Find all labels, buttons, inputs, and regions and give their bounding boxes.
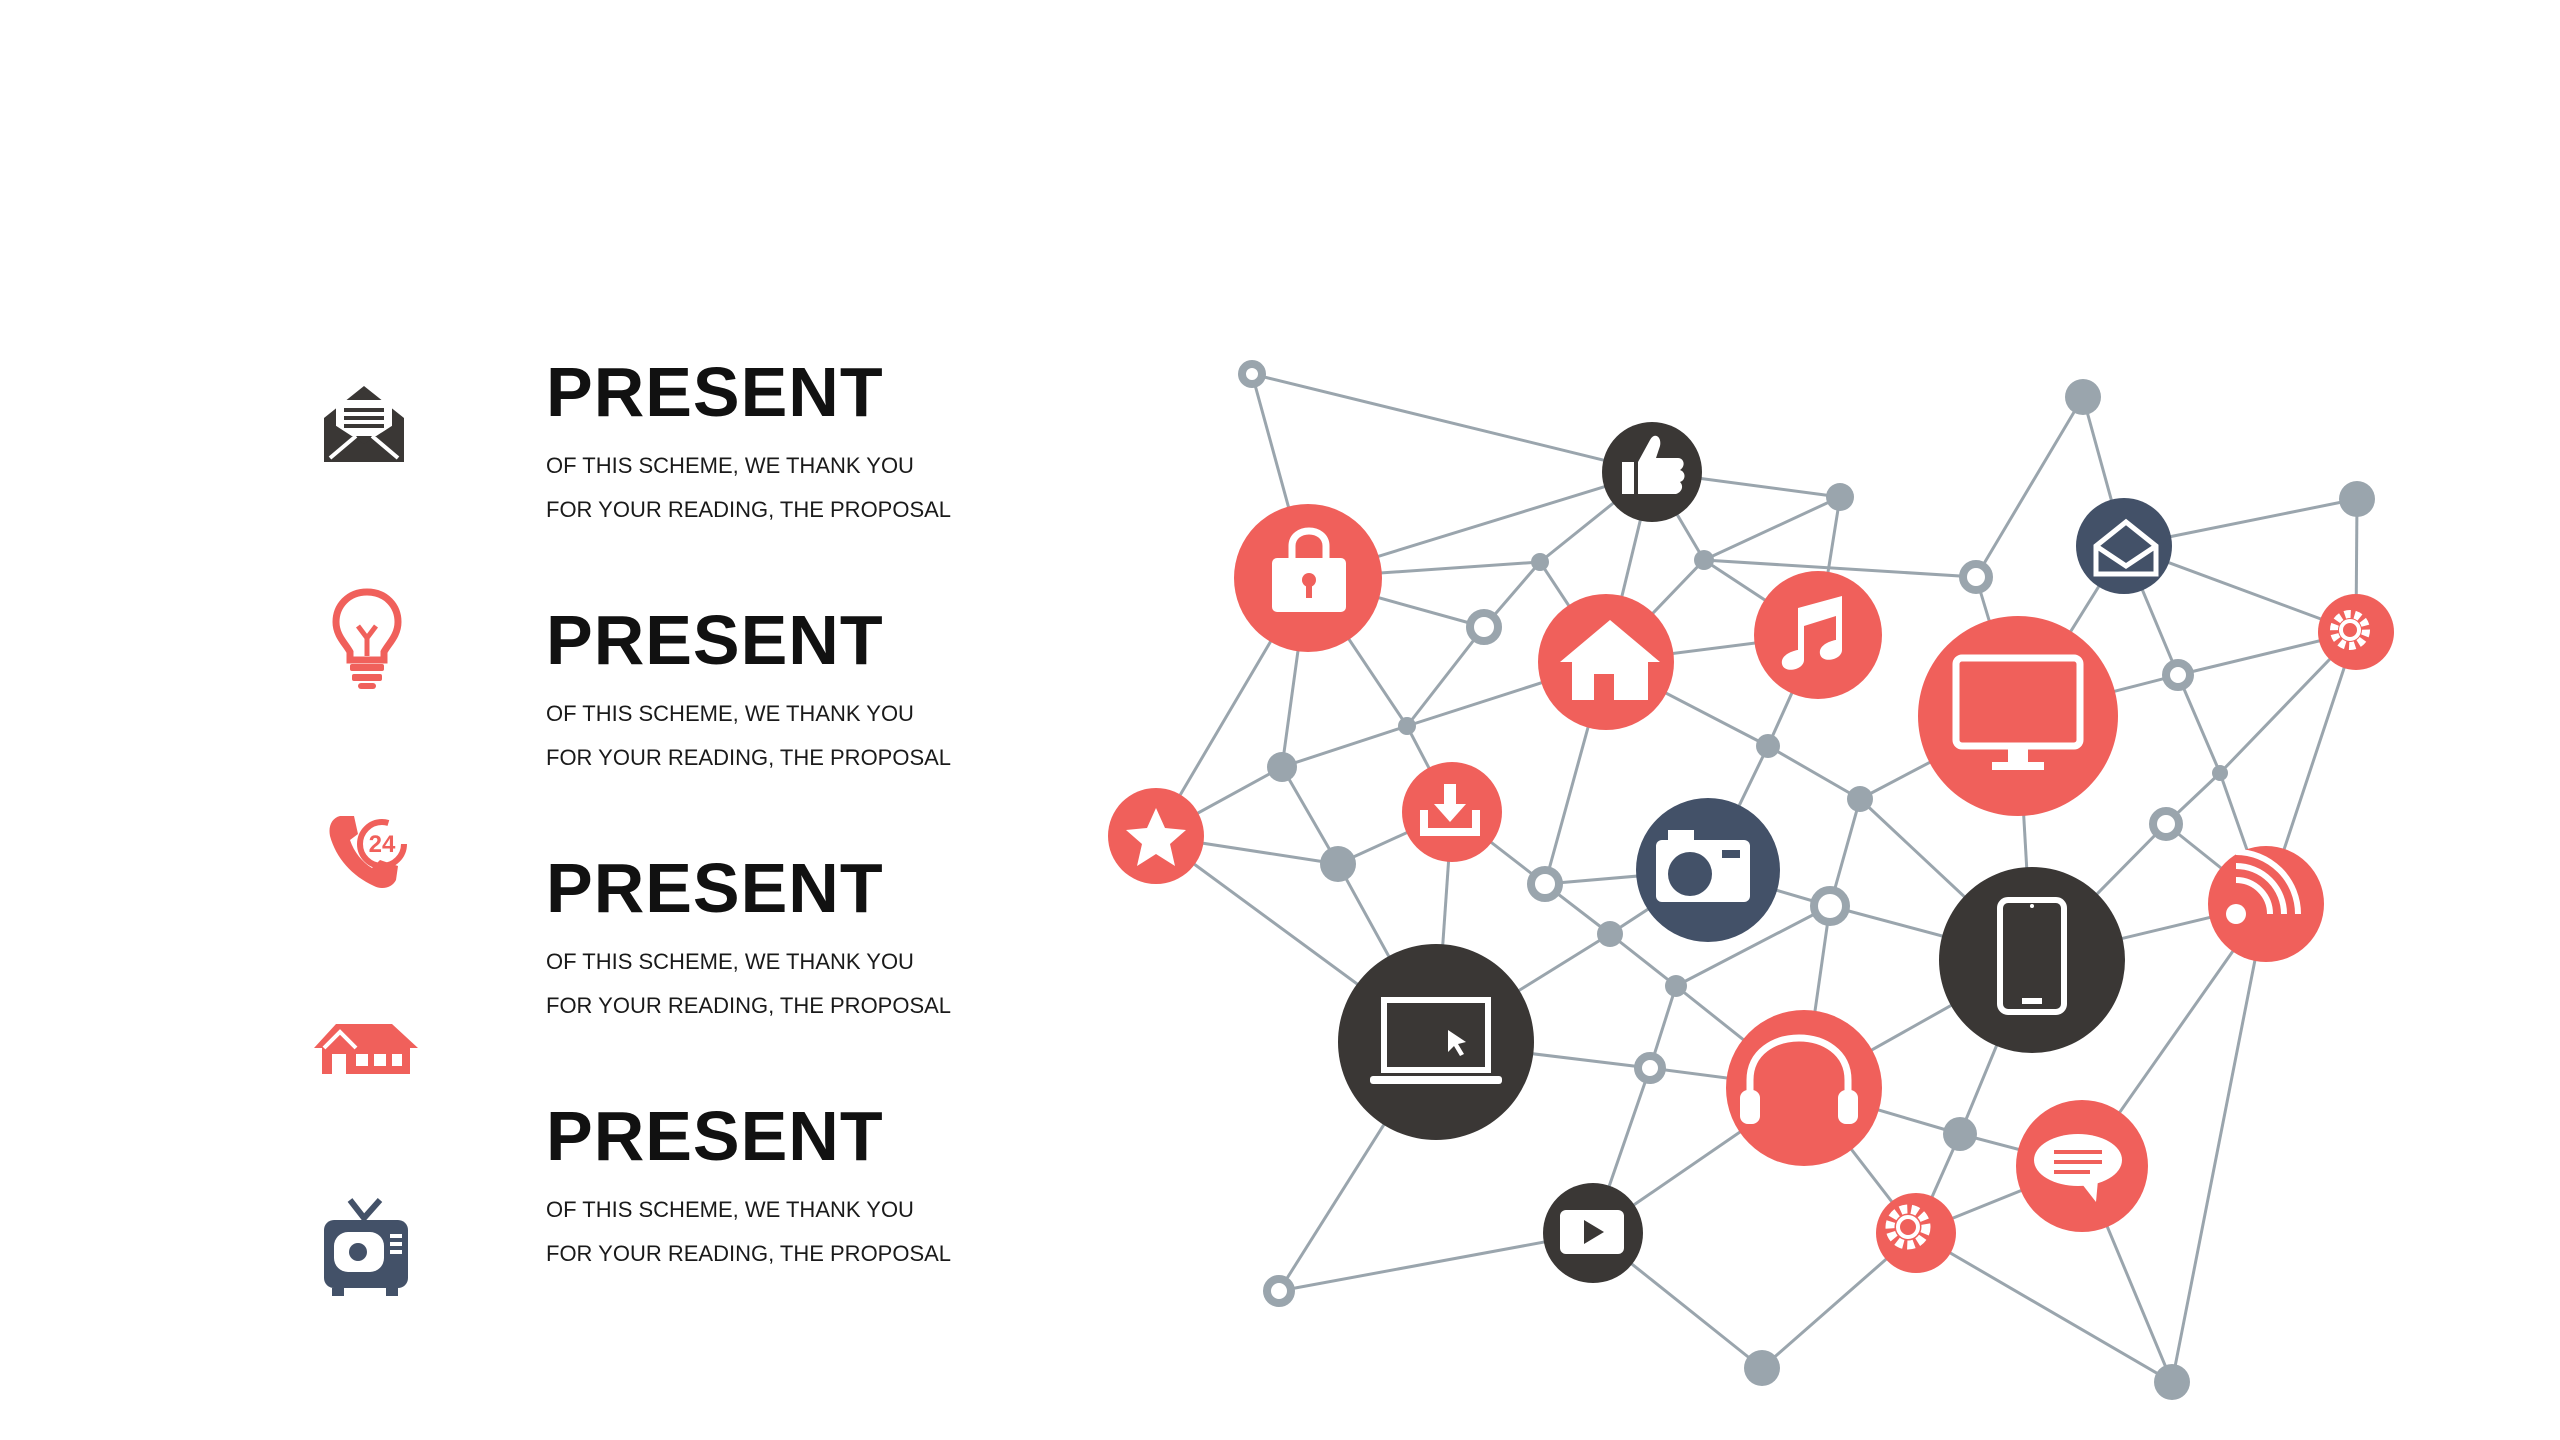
item-line: FOR YOUR READING, THE PROPOSAL <box>546 745 952 770</box>
home-icon <box>1560 620 1660 700</box>
network-dot-node <box>1744 1350 1780 1386</box>
list-item: PRESENT OF THIS SCHEME, WE THANK YOU FOR… <box>546 848 1066 1028</box>
network-link <box>1915 1231 2173 1384</box>
network-ring-node <box>1959 560 1993 594</box>
music-icon <box>1781 596 1842 670</box>
network-dot-node <box>1398 717 1416 735</box>
network-link <box>2170 903 2268 1383</box>
network-link <box>1974 396 2085 578</box>
wifi-icon <box>2226 849 2301 924</box>
item-line: OF THIS SCHEME, WE THANK YOU <box>546 453 914 478</box>
item-line: FOR YOUR READING, THE PROPOSAL <box>546 993 952 1018</box>
network-ring-node <box>1263 1275 1295 1307</box>
item-title: PRESENT <box>546 1097 884 1175</box>
house-icon <box>314 1024 418 1074</box>
network-icon-node <box>2076 498 2172 594</box>
network-ring-node <box>1466 609 1502 645</box>
network-dot-node <box>1320 846 1356 882</box>
download-icon <box>1420 784 1480 836</box>
network-dot-node <box>1756 734 1780 758</box>
tv-icon <box>324 1198 408 1296</box>
network-icon-node <box>1939 867 2125 1053</box>
network-dot-node <box>1826 483 1854 511</box>
svg-text:24: 24 <box>369 831 396 858</box>
network-link <box>1280 766 1340 865</box>
list-item: PRESENT OF THIS SCHEME, WE THANK YOU FOR… <box>546 352 1066 532</box>
network-ring-node <box>1238 360 1266 388</box>
camera-icon <box>1656 830 1750 902</box>
network-dot-node <box>1665 975 1687 997</box>
network-dot-node <box>2154 1364 2190 1400</box>
network-link <box>1281 724 1408 769</box>
network-link <box>1278 1231 1594 1293</box>
item-title: PRESENT <box>546 601 884 679</box>
network-ring-node <box>2162 659 2194 691</box>
network-dot-node <box>1597 921 1623 947</box>
item-line: FOR YOUR READING, THE PROPOSAL <box>546 1241 952 1266</box>
gear-icon <box>2330 610 2370 650</box>
network-link <box>2176 674 2222 774</box>
network-icon-node <box>2318 594 2394 670</box>
item-title: PRESENT <box>546 353 884 431</box>
network-ring-node <box>1810 886 1850 926</box>
network-ring-node <box>1527 866 1563 902</box>
envelope-icon <box>2093 518 2159 577</box>
network-dot-node <box>2065 379 2101 415</box>
lightbulb-icon <box>332 588 402 689</box>
network-dot-node <box>1694 550 1714 570</box>
network-icon-node <box>1338 944 1534 1140</box>
network-icon-node <box>1754 571 1882 699</box>
headphones-icon <box>1740 1034 1858 1124</box>
network-link <box>1703 495 1841 562</box>
laptop-icon <box>1370 997 1502 1084</box>
item-line: OF THIS SCHEME, WE THANK YOU <box>546 1197 914 1222</box>
network-link <box>1767 744 1861 801</box>
gear-icon <box>1885 1204 1931 1250</box>
network-dot-node <box>1531 553 1549 571</box>
network-dot-node <box>1847 786 1873 812</box>
network-dot-node <box>2212 765 2228 781</box>
network-ring-node <box>2149 807 2183 841</box>
network-link <box>1703 558 1977 579</box>
smartphone-icon <box>1997 897 2067 1015</box>
envelope-icon <box>324 386 404 462</box>
phone-24-icon: 24 <box>329 816 407 888</box>
network-link <box>1251 372 1653 474</box>
network-dot-node <box>1267 752 1297 782</box>
network-icon-node <box>1918 616 2118 816</box>
item-line: FOR YOUR READING, THE PROPOSAL <box>546 497 952 522</box>
list-item: PRESENT OF THIS SCHEME, WE THANK YOU FOR… <box>546 1096 1066 1276</box>
network-dot-node <box>2339 481 2375 517</box>
network-link <box>1675 904 1831 988</box>
list-item: PRESENT OF THIS SCHEME, WE THANK YOU FOR… <box>546 600 1066 780</box>
network-link <box>1405 626 1486 727</box>
monitor-icon <box>1952 654 2084 770</box>
play-icon <box>1560 1210 1624 1254</box>
item-line: OF THIS SCHEME, WE THANK YOU <box>546 701 914 726</box>
star-icon <box>1126 808 1186 866</box>
thumbs-up-icon <box>1622 435 1685 494</box>
network-dot-node <box>1943 1117 1977 1151</box>
chat-icon <box>2034 1134 2122 1202</box>
item-title: PRESENT <box>546 849 884 927</box>
item-line: OF THIS SCHEME, WE THANK YOU <box>546 949 914 974</box>
network-ring-node <box>1634 1052 1666 1084</box>
network-link <box>1609 932 1677 988</box>
lock-icon <box>1272 527 1346 612</box>
